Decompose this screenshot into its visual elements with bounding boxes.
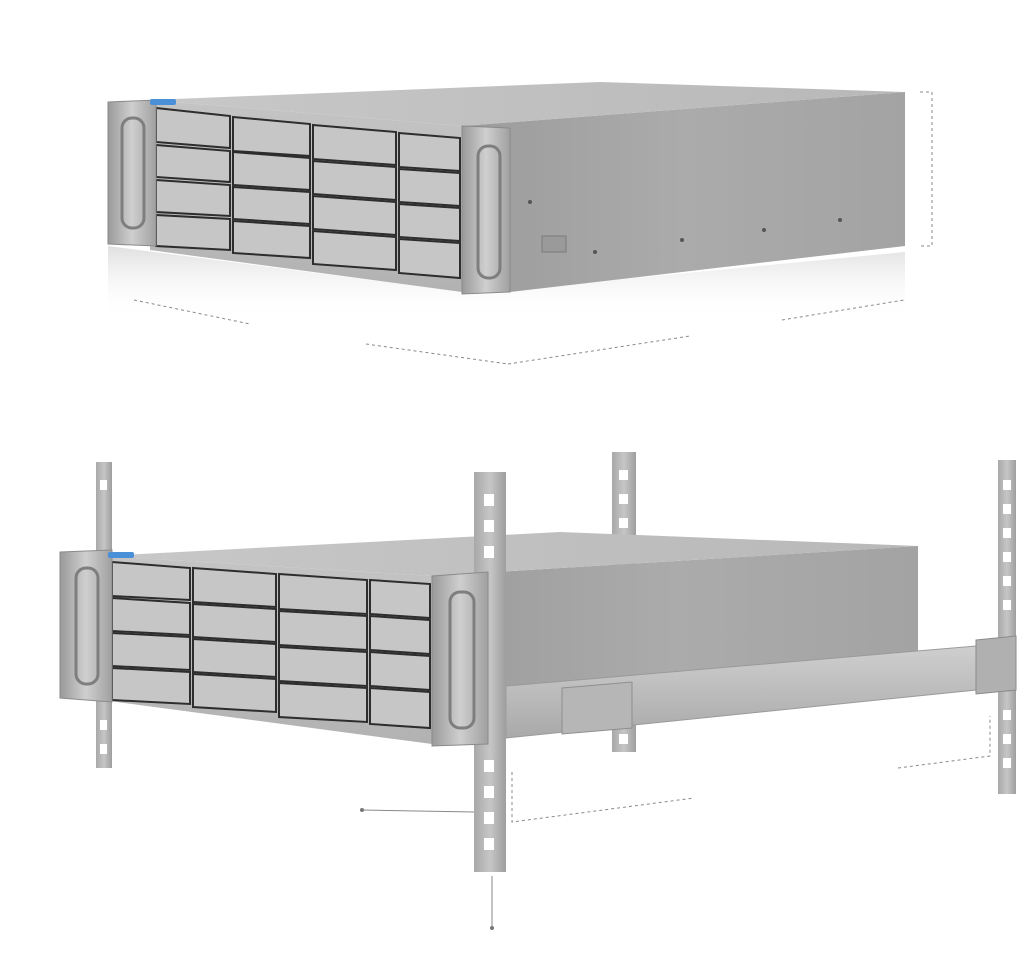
drive-bay — [232, 150, 311, 192]
drive-bay-grid — [111, 560, 431, 730]
left-rack-ear — [107, 99, 157, 247]
drive-bay — [232, 115, 311, 158]
rack-post-rear-right — [998, 460, 1016, 794]
right-handle-icon — [476, 144, 502, 280]
drive-bay — [155, 106, 231, 150]
drive-bay — [111, 666, 191, 706]
left-rack-ear — [59, 549, 113, 703]
drive-bay — [369, 614, 431, 656]
drive-bay — [398, 131, 461, 173]
rack-post-holes — [100, 470, 1011, 850]
drive-bay-grid — [155, 106, 461, 280]
drive-bay — [278, 645, 368, 688]
drive-bay — [369, 686, 431, 730]
drive-bay — [155, 213, 231, 252]
chassis-side-panel — [462, 92, 905, 292]
server-unit-standalone — [107, 82, 933, 365]
drive-bay — [192, 566, 277, 609]
drive-bay — [312, 123, 397, 167]
status-led — [150, 99, 176, 105]
drive-bay — [192, 602, 277, 644]
drive-bay — [192, 637, 277, 679]
left-handle-icon — [120, 116, 146, 230]
drive-bay — [111, 596, 191, 637]
chassis-top-panel — [150, 82, 905, 126]
drive-bay — [155, 178, 231, 218]
chassis-top-panel — [102, 532, 918, 576]
product-label-plate — [541, 235, 567, 253]
drive-bay — [398, 237, 461, 280]
drive-bay — [369, 578, 431, 620]
drive-bay — [278, 572, 368, 616]
side-screws — [528, 200, 842, 254]
drive-bay — [398, 202, 461, 243]
drive-bay — [369, 650, 431, 692]
left-handle-icon — [74, 566, 100, 686]
status-led — [108, 552, 134, 558]
drive-bay — [111, 631, 191, 672]
callout-dot — [490, 926, 494, 930]
rail-rear-bracket — [975, 635, 1017, 695]
dimension-guides — [133, 91, 933, 365]
drive-bay — [278, 681, 368, 724]
rail-latch — [561, 681, 633, 735]
floor-reflection — [108, 246, 905, 320]
drive-bay — [312, 194, 397, 237]
drive-bay — [312, 159, 397, 202]
dimension-guides — [511, 716, 991, 823]
drive-bay — [398, 167, 461, 208]
drive-bay — [232, 185, 311, 226]
right-rack-ear — [461, 125, 511, 295]
drive-bay — [155, 143, 231, 184]
drive-bay — [278, 609, 368, 652]
callout-lines — [361, 809, 493, 928]
drive-bay — [111, 560, 191, 602]
right-handle-icon — [448, 590, 476, 730]
drive-bay — [232, 219, 311, 260]
server-unit-rack-mounted — [59, 452, 1017, 930]
drive-bay — [192, 672, 277, 714]
drive-bay — [312, 229, 397, 272]
callout-dot — [360, 808, 364, 812]
right-rack-ear — [431, 571, 489, 747]
